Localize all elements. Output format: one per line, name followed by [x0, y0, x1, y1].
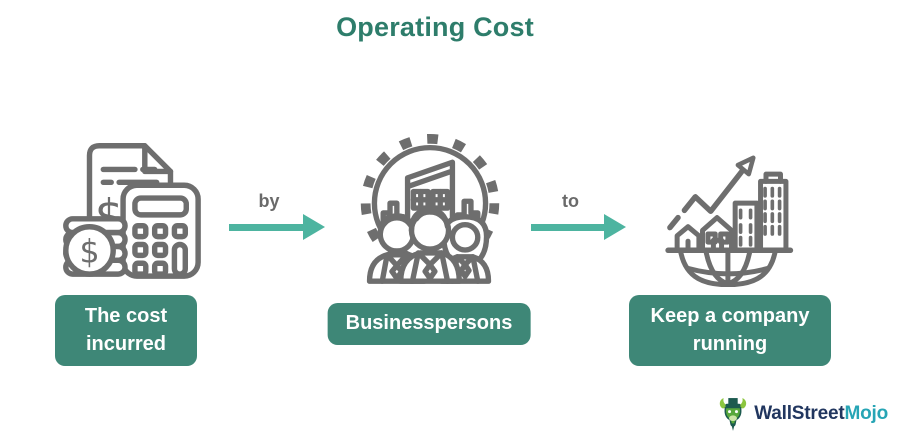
businesspersons-gear-icon: [352, 133, 508, 289]
node-label-businesspersons: Businesspersons: [327, 303, 531, 345]
arrow-right-icon: [531, 214, 626, 242]
page-title: Operating Cost: [336, 12, 534, 42]
arrow-head: [303, 214, 325, 240]
wordmark-secondary: Mojo: [844, 403, 888, 424]
bull-mascot-icon: [720, 398, 747, 431]
growth-buildings-globe-icon: [659, 141, 795, 287]
connector-by: by: [229, 190, 325, 242]
arrow-shaft: [531, 224, 606, 231]
wordmark: WallStreetMojo: [754, 403, 888, 425]
arrow-shaft: [229, 224, 305, 231]
receipt-calculator-coins-icon: $ $: [50, 126, 208, 284]
node-label-cost-incurred: The cost incurred: [55, 295, 197, 367]
wallstreetmojo-logo: WallStreetMojo: [718, 394, 888, 434]
arrow-head: [604, 214, 626, 240]
arrow-right-icon: [229, 214, 325, 242]
wordmark-primary: WallStreet: [754, 403, 845, 424]
node-label-keep-company-running: Keep a company running: [629, 295, 831, 367]
svg-text:$: $: [79, 234, 99, 270]
connector-to-label: to: [562, 191, 579, 211]
connector-by-label: by: [258, 191, 280, 211]
connector-to: to: [531, 190, 626, 242]
